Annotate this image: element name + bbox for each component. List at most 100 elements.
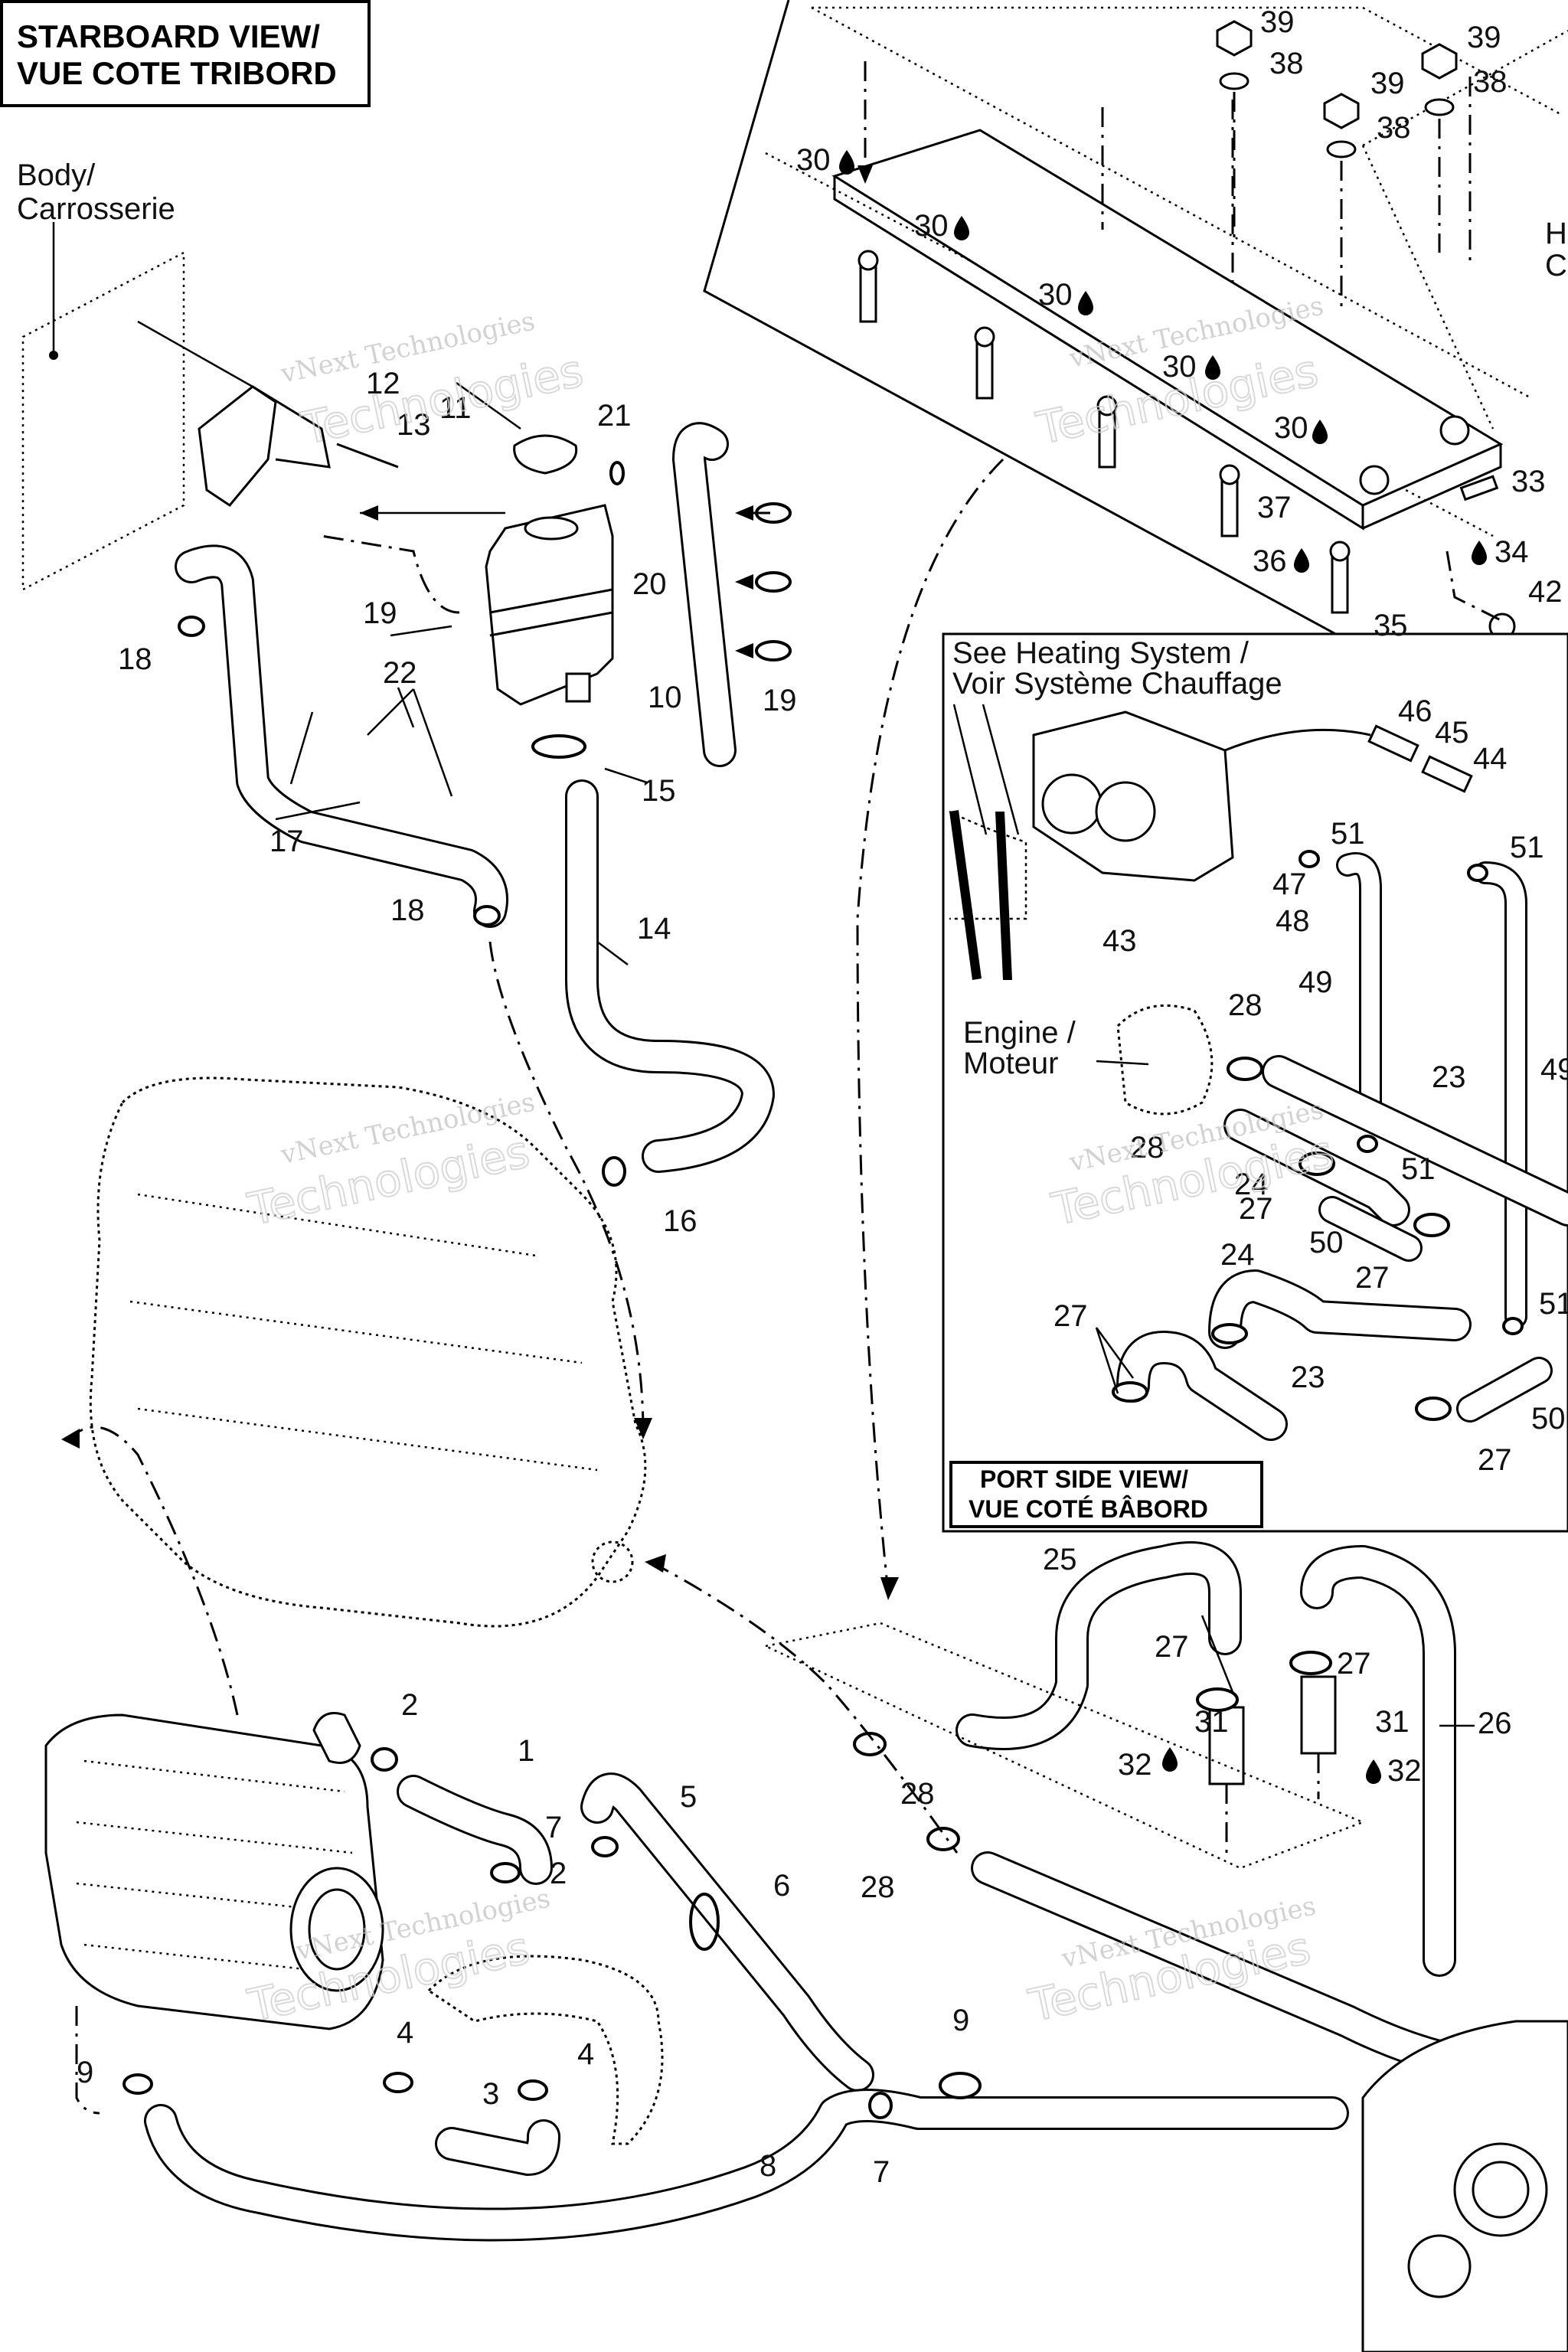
- callout-8: 8: [760, 2149, 776, 2183]
- port-title-line1: PORT SIDE VIEW/: [980, 1465, 1188, 1493]
- hull-floor-lower: [763, 1622, 1366, 1870]
- callout-20: 20: [632, 567, 667, 601]
- washer-icon: [1326, 140, 1357, 158]
- watermarks: vNext Technologies Technologies vNext Te…: [243, 290, 1339, 2032]
- mounting-bracket-plate: [831, 129, 1504, 531]
- clamp-icon: [591, 1836, 619, 1857]
- starboard-title-line2: VUE COTE TRIBORD: [17, 55, 337, 91]
- clamp-icon: [1415, 1396, 1452, 1421]
- callout-14: 14: [637, 912, 671, 946]
- electrical-connectors: [1224, 724, 1473, 793]
- body-note-line2: Carrosserie: [17, 192, 175, 226]
- callout-21: 21: [597, 399, 632, 433]
- callout-39: 39: [1370, 67, 1405, 100]
- hose-8: [144, 2089, 1349, 2242]
- nut-icon: [1323, 93, 1360, 129]
- callout-27: 27: [1478, 1443, 1512, 1477]
- drop-icon: [1312, 420, 1328, 444]
- hull-frame-lines: [812, 6, 1563, 430]
- clamp-icon: [939, 2072, 982, 2099]
- callout-9: 9: [952, 2004, 969, 2037]
- washer-icon: [1424, 98, 1455, 116]
- callout-13: 13: [397, 408, 431, 442]
- callout-27: 27: [1355, 1261, 1390, 1295]
- body-panel: [21, 222, 185, 592]
- engine-note-line2: Moteur: [963, 1047, 1059, 1080]
- hose-23-lower: [1116, 1331, 1288, 1441]
- port-title-line2: VUE COTÉ BÂBORD: [969, 1495, 1208, 1523]
- clamp-icon: [1211, 1323, 1248, 1344]
- hull-note-line1: H: [1545, 217, 1567, 250]
- callout-9: 9: [77, 2056, 93, 2089]
- callout-28: 28: [1130, 1131, 1165, 1165]
- callout-35: 35: [1374, 609, 1408, 642]
- callout-28: 28: [1228, 988, 1263, 1022]
- bolt-icon: [1219, 464, 1240, 537]
- callout-24: 24: [1220, 1238, 1255, 1272]
- drop-icon: [1078, 291, 1093, 315]
- bolt-icon: [974, 326, 995, 400]
- hose-25: [956, 1541, 1242, 1750]
- nut-washer-set: [1216, 20, 1458, 314]
- connector-31-right: [1300, 1675, 1337, 1799]
- clamp-icon: [755, 640, 792, 662]
- callout-51: 51: [1539, 1287, 1568, 1321]
- callout-3: 3: [482, 2077, 499, 2111]
- clamp-icon: [755, 571, 792, 593]
- clamp-icon: [853, 1732, 887, 1756]
- jet-pump-housing: [1361, 2020, 1568, 2352]
- callout-30: 30: [1038, 278, 1073, 312]
- callout-39: 39: [1260, 5, 1295, 39]
- callout-18: 18: [118, 642, 152, 676]
- clamp-icon: [1502, 1317, 1524, 1335]
- starboard-view-title-box: STARBOARD VIEW/ VUE COTE TRIBORD: [0, 0, 371, 107]
- callout-50: 50: [1309, 1226, 1344, 1259]
- flow-lines: [61, 61, 1472, 1854]
- bolt-icon: [1329, 541, 1351, 614]
- drop-icon: [1472, 541, 1487, 565]
- callout-labels: 1 2 2 3 4 4 5 6 7 7 8 9 9 10 11 12 13 14…: [77, 5, 1568, 2189]
- clamp-icon: [473, 905, 501, 926]
- callout-11: 11: [439, 391, 472, 425]
- hose-5: [580, 1772, 874, 2092]
- callout-50: 50: [1531, 1402, 1566, 1436]
- callout-27: 27: [1054, 1299, 1088, 1333]
- callout-25: 25: [1043, 1543, 1077, 1576]
- callout-18: 18: [390, 893, 425, 927]
- hose-14: [565, 779, 775, 1173]
- callout-28: 28: [900, 1777, 935, 1811]
- callout-45: 45: [1435, 716, 1469, 750]
- callout-27: 27: [1337, 1647, 1371, 1681]
- callout-51: 51: [1510, 831, 1544, 864]
- callout-48: 48: [1276, 904, 1310, 938]
- drop-icon: [839, 150, 854, 175]
- callout-51: 51: [1401, 1152, 1436, 1186]
- bolt-icon: [858, 250, 879, 323]
- clamp-icon: [602, 1156, 626, 1187]
- callout-4: 4: [397, 2016, 413, 2050]
- callout-32: 32: [1118, 1748, 1152, 1782]
- callout-38: 38: [1473, 65, 1508, 99]
- leader-lines: [275, 381, 1475, 1727]
- drop-icon: [1366, 1759, 1381, 1784]
- callout-31: 31: [1375, 1705, 1410, 1739]
- elbow-fitting: [312, 1712, 361, 1764]
- callout-4: 4: [577, 2037, 594, 2071]
- callout-2: 2: [550, 1857, 567, 1890]
- tee-fitting-50: [1318, 1196, 1553, 1423]
- callout-49: 49: [1540, 1053, 1568, 1086]
- clamp-icon: [1357, 1135, 1378, 1153]
- callout-1: 1: [518, 1734, 534, 1768]
- drop-icon: [1162, 1747, 1178, 1772]
- washer-icon: [1219, 72, 1250, 90]
- bolt-icon: [1096, 395, 1118, 469]
- callout-42: 42: [1528, 575, 1563, 609]
- callout-17: 17: [270, 825, 304, 858]
- hose-26: [1300, 1545, 1456, 1977]
- callout-31: 31: [1194, 1705, 1229, 1739]
- hose-clamps: [122, 461, 1524, 2119]
- hose-17: [175, 544, 508, 928]
- callout-51: 51: [1331, 817, 1365, 851]
- hose-20: [672, 422, 737, 767]
